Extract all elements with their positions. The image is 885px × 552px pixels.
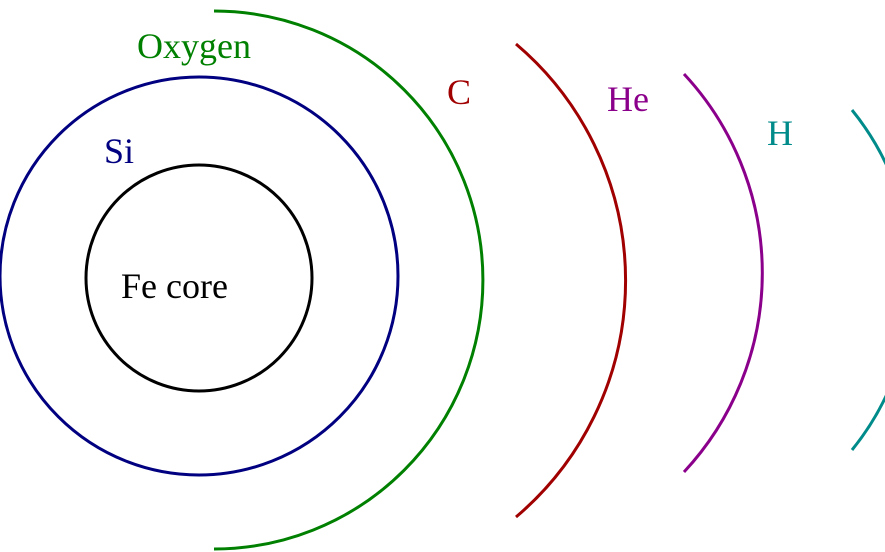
oxygen-shell-arc	[213, 9, 485, 551]
si-label: Si	[104, 131, 134, 171]
helium-label: He	[607, 79, 649, 119]
fe-core-circle	[84, 163, 314, 393]
hydrogen-label: H	[767, 113, 793, 153]
helium-shell-arc	[682, 72, 764, 474]
oxygen-label: Oxygen	[137, 26, 251, 66]
carbon-shell-arc	[515, 42, 627, 519]
carbon-label: C	[447, 72, 471, 112]
hydrogen-shell-arc	[850, 109, 885, 451]
fe-core-label: Fe core	[121, 266, 228, 306]
si-shell-circle	[0, 75, 400, 477]
